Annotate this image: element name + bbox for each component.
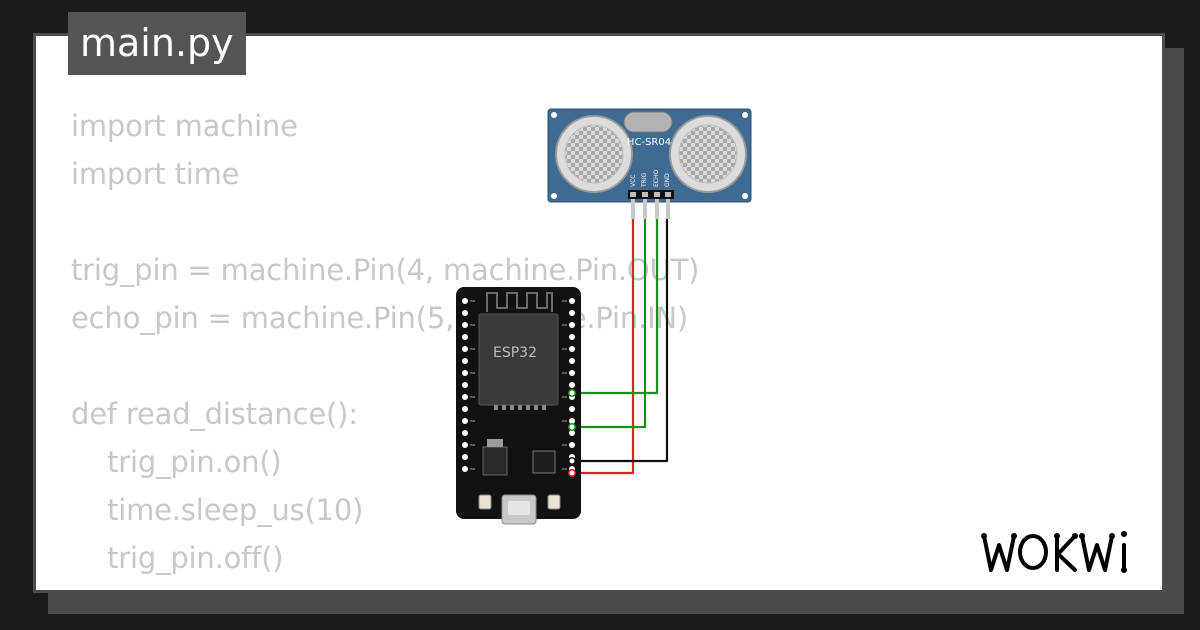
code-line: trig_pin.on() <box>71 445 282 479</box>
reset-button[interactable] <box>547 494 561 510</box>
code-line: time.sleep_us(10) <box>71 493 364 527</box>
vcc-wire[interactable] <box>573 218 635 475</box>
file-tab[interactable]: main.py <box>68 12 246 75</box>
esp32-right-pins <box>569 298 575 472</box>
sensor-label: HC-SR04 <box>627 137 671 148</box>
sensor-pin-gnd: GND <box>664 173 671 187</box>
sensor-pin-vcc: VCC <box>630 175 637 187</box>
board-label: ESP32 <box>493 345 537 361</box>
code-line: import machine <box>71 109 298 143</box>
esp32-board[interactable]: ESP32 <box>456 287 581 525</box>
circuit-diagram: HC-SR04 VCC TRIG ECHO GND <box>456 108 752 525</box>
project-card: import machine import time trig_pin = ma… <box>33 33 1165 593</box>
trig-wire[interactable] <box>573 218 647 429</box>
esp32-left-pins <box>462 298 468 472</box>
sensor-pin-echo: ECHO <box>653 170 660 187</box>
code-line: import time <box>71 157 240 191</box>
wires <box>573 218 669 475</box>
echo-wire[interactable] <box>573 218 659 395</box>
sensor-pin-headers <box>628 190 674 219</box>
hc-sr04-sensor[interactable]: HC-SR04 VCC TRIG ECHO GND <box>547 108 752 219</box>
sensor-pin-trig: TRIG <box>641 172 648 188</box>
boot-button[interactable] <box>478 494 492 510</box>
code-line: trig_pin.off() <box>71 541 284 575</box>
wokwi-logo-icon <box>981 531 1127 573</box>
gnd-wire[interactable] <box>573 218 669 463</box>
code-line: def read_distance(): <box>71 397 358 431</box>
